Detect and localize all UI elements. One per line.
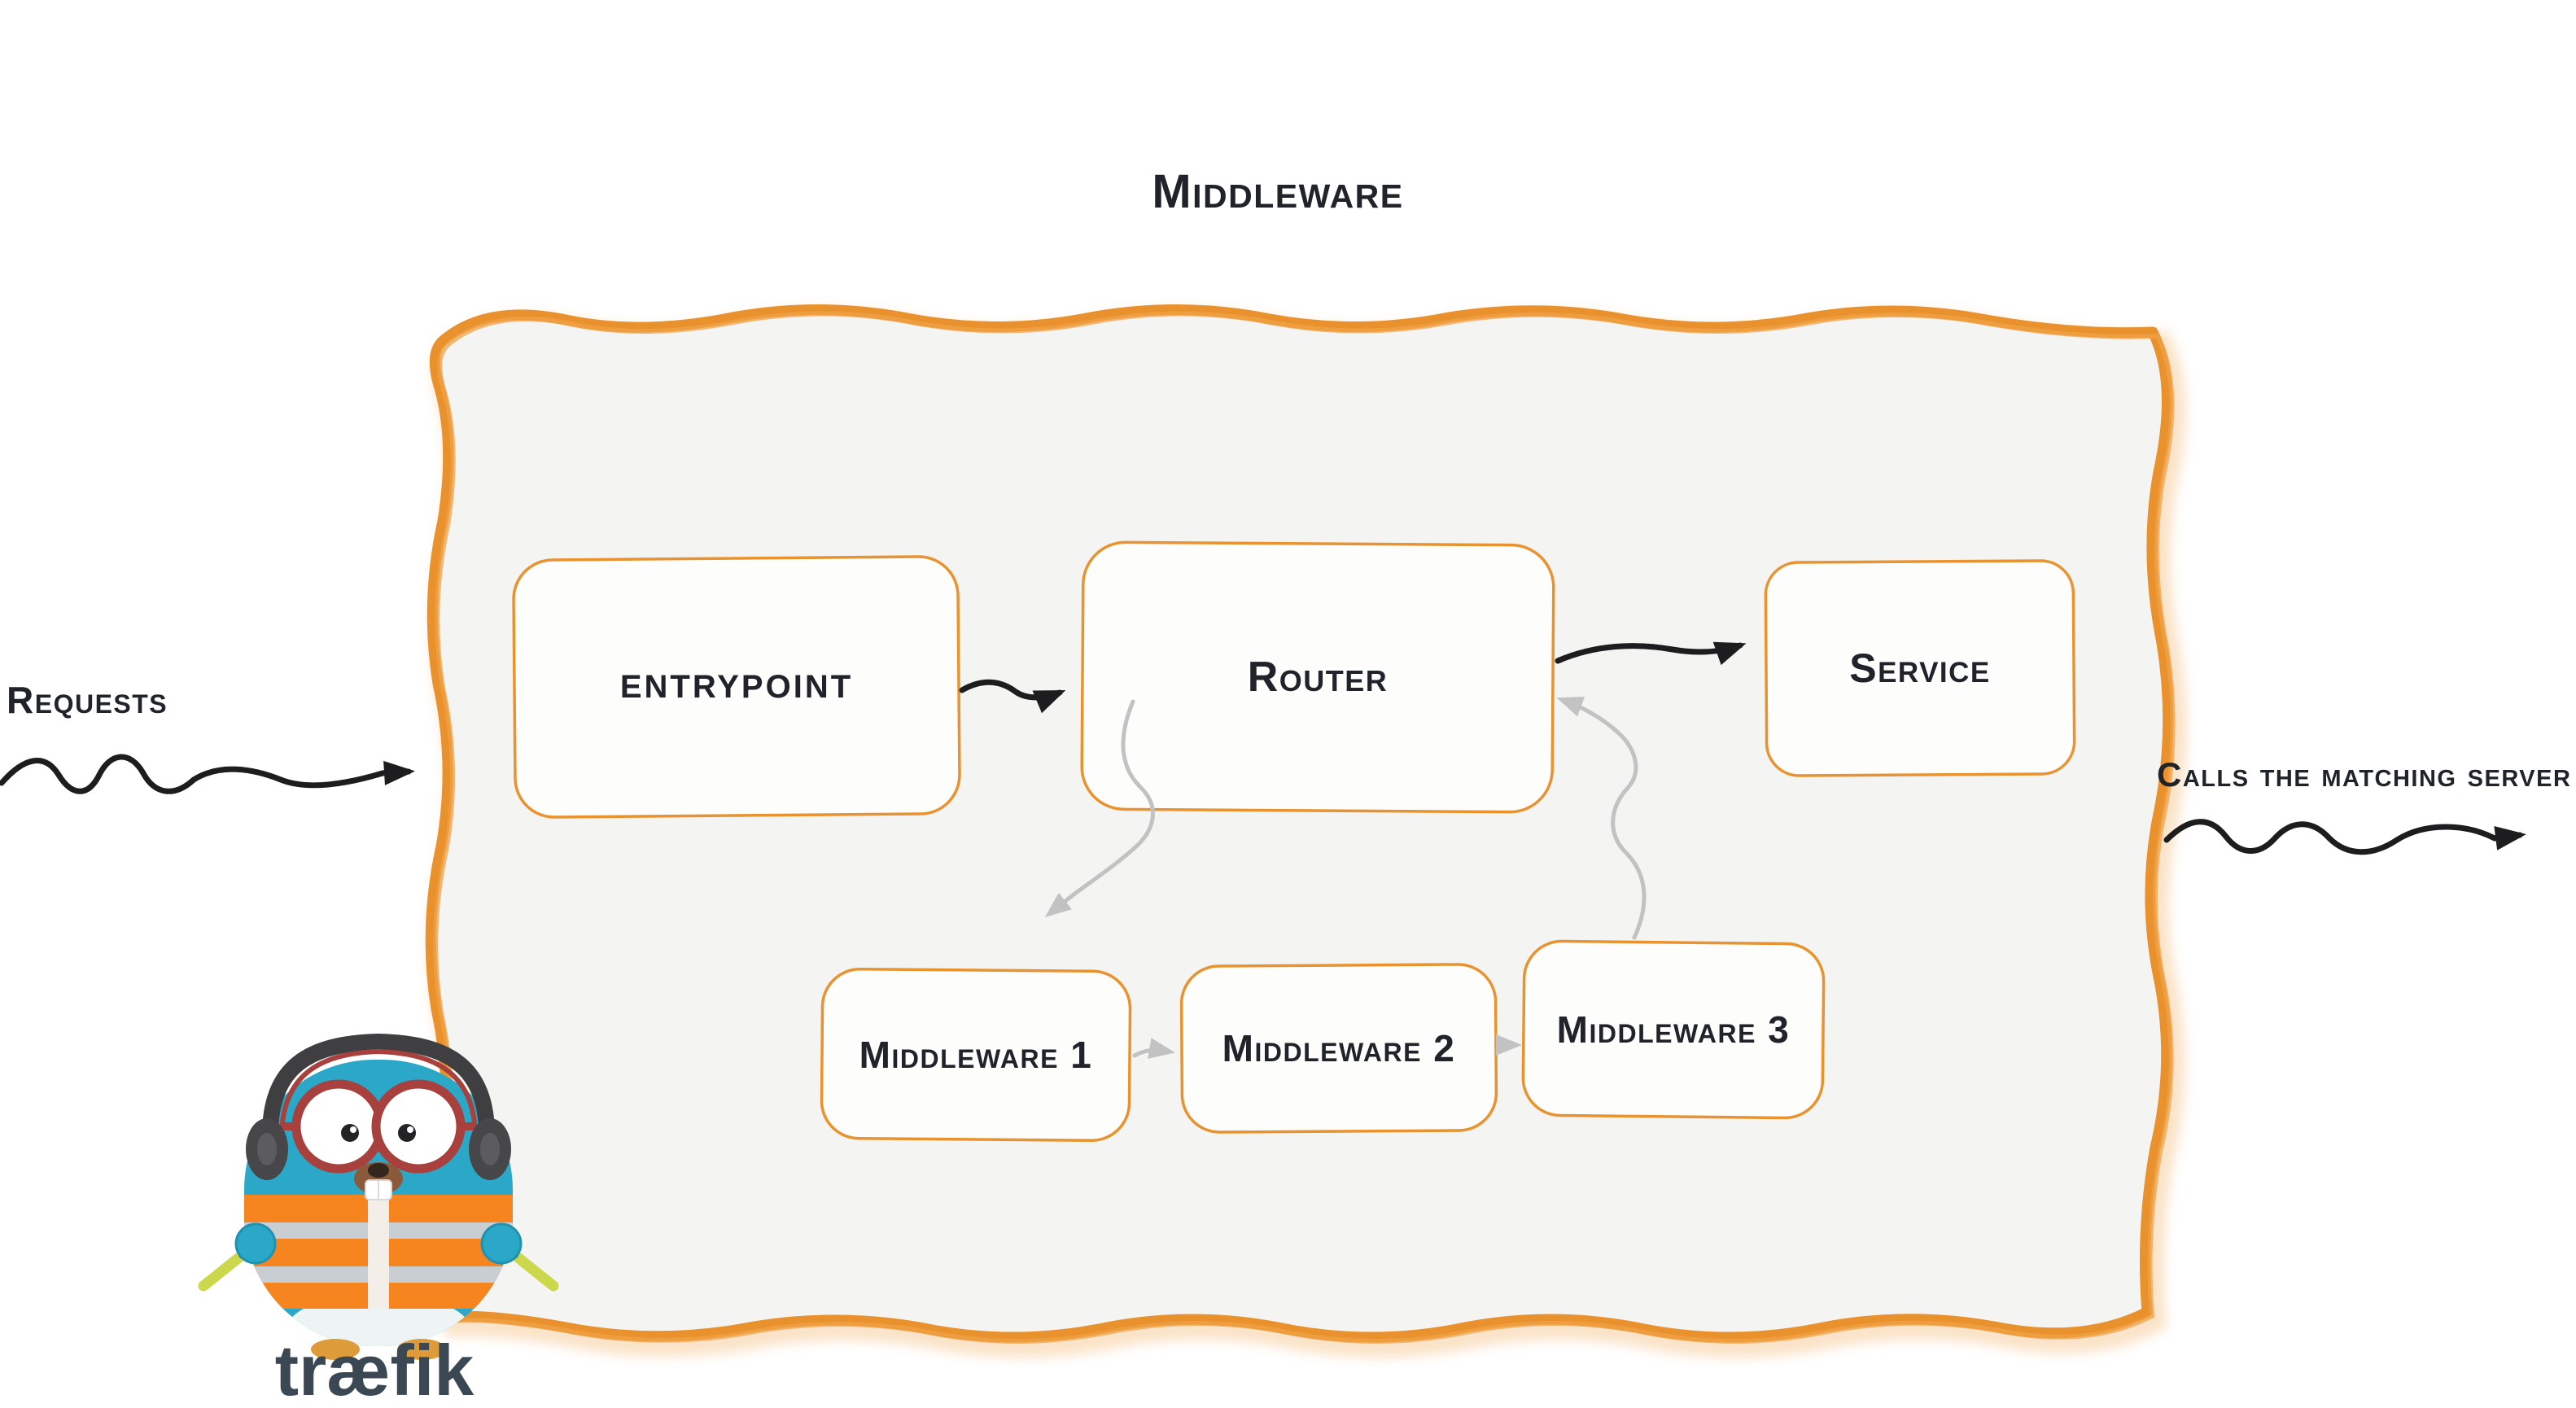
headphone-left-cup-inner	[257, 1133, 277, 1165]
gopher-right-foot	[397, 1339, 446, 1360]
headphone-right-cup-inner	[480, 1133, 500, 1165]
gopher-left-eye	[291, 1079, 386, 1174]
arrow-service-to-out	[2163, 819, 2526, 855]
gopher-left-arm	[234, 1222, 277, 1265]
arrow-router-to-service	[1555, 641, 1747, 666]
middleware3-box	[1521, 939, 1826, 1120]
container-outline	[425, 304, 2174, 1343]
gopher-vest	[244, 1195, 513, 1309]
traefik-wordmark: træfik	[274, 1330, 475, 1408]
right-wand	[507, 1248, 559, 1292]
right-pupil	[398, 1124, 416, 1142]
headphone-band	[261, 1033, 496, 1140]
arrow-entrypoint-to-router	[959, 679, 1066, 714]
traefik-logo	[198, 1033, 559, 1360]
left-wand	[198, 1248, 250, 1292]
router-box	[1080, 540, 1555, 814]
middleware-container-box	[425, 304, 2187, 1358]
arrow-requests-to-entrypoint	[0, 754, 415, 794]
arrow-middleware1-to-middleware2	[1132, 1038, 1175, 1059]
arrow-router-to-middleware1	[1044, 699, 1155, 917]
gopher-nose	[368, 1163, 389, 1178]
arrow-middleware3-to-router	[1556, 696, 1647, 940]
right-pupil-glint	[407, 1126, 413, 1133]
headphone-band-accent	[279, 1048, 478, 1139]
gopher-right-eye	[371, 1079, 466, 1174]
left-pupil-glint	[350, 1126, 356, 1133]
secondary-arrows	[1044, 696, 1647, 1059]
arrow-middleware2-to-middleware3	[1495, 1034, 1522, 1056]
entrypoint-box	[512, 555, 961, 819]
gopher-left-foot	[311, 1339, 360, 1360]
middleware2-box	[1179, 963, 1498, 1134]
gopher-right-arm	[480, 1222, 523, 1265]
middleware1-box	[820, 968, 1132, 1142]
left-pupil	[341, 1124, 359, 1142]
primary-arrows	[0, 641, 2526, 855]
node-boxes	[512, 540, 2076, 1142]
service-box	[1764, 559, 2076, 777]
